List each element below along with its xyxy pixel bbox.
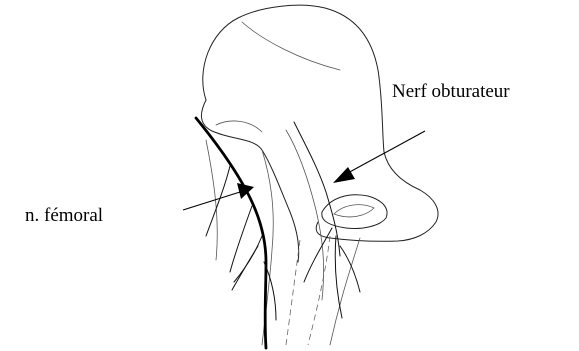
obturator-nerve-label: Nerf obturateur <box>392 82 510 101</box>
obturator-arrow <box>333 131 425 183</box>
obturator-nerve <box>294 122 360 318</box>
femoral-arrow <box>183 183 254 210</box>
hip-bone-outline <box>201 5 438 262</box>
femoral-nerve-label: n. fémoral <box>25 206 103 225</box>
